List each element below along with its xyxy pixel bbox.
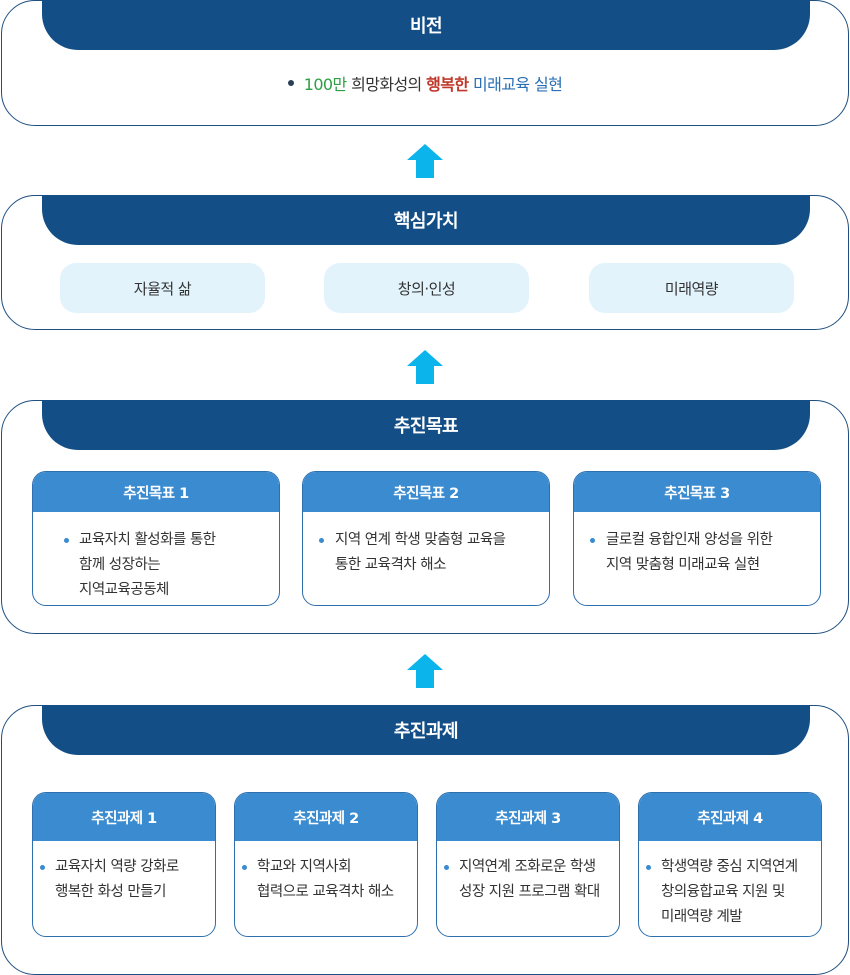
task-line: 지역연계 조화로운 학생 [459,859,596,875]
vision-statement: 100만 희망화성의 행복한 미래교육 실현 [2,71,848,95]
goal-card-title: 추진목표 2 [303,472,549,512]
task-card-body: 학생역량 중심 지역연계 창의융합교육 지원 및 미래역량 계발 [639,841,821,930]
task-card-4: 추진과제 4 학생역량 중심 지역연계 창의융합교육 지원 및 미래역량 계발 [638,792,822,937]
bullet-icon [287,80,294,86]
tasks-panel: 추진과제 추진과제 1 교육자치 역량 강화로 행복한 화성 만들기 추진과제 … [1,704,849,975]
goal-line: 지역 맞춤형 미래교육 실현 [606,557,760,573]
task-line: 교육자치 역량 강화로 [55,859,179,875]
task-card-title: 추진과제 1 [33,793,215,841]
goal-card-1: 추진목표 1 교육자치 활성화를 통한 함께 성장하는 지역교육공동체 [32,471,280,606]
goals-header: 추진목표 [42,399,810,450]
up-arrow-icon [407,144,443,178]
goals-panel: 추진목표 추진목표 1 교육자치 활성화를 통한 함께 성장하는 지역교육공동체… [1,399,849,634]
task-line: 학교와 지역사회 [257,859,352,875]
bullet-icon [646,865,651,870]
bullet-icon [40,865,45,870]
task-card-body: 학교와 지역사회 협력으로 교육격차 해소 [235,841,417,905]
up-arrow-icon [407,350,443,384]
task-card-1: 추진과제 1 교육자치 역량 강화로 행복한 화성 만들기 [32,792,216,937]
goal-card-body: 글로컬 융합인재 양성을 위한 지역 맞춤형 미래교육 실현 [574,512,820,578]
vision-panel: 비전 100만 희망화성의 행복한 미래교육 실현 [1,0,849,126]
goal-line: 교육자치 활성화를 통한 [79,532,216,548]
goal-line: 지역교육공동체 [79,582,169,598]
task-line: 행복한 화성 만들기 [55,884,166,900]
up-arrow-icon [407,654,443,688]
value-pill-3: 미래역량 [589,263,794,313]
bullet-icon [64,538,69,543]
goal-line: 글로컬 융합인재 양성을 위한 [606,532,773,548]
task-line: 협력으로 교육격차 해소 [257,884,394,900]
task-card-body: 교육자치 역량 강화로 행복한 화성 만들기 [33,841,215,905]
vision-header: 비전 [42,0,810,50]
value-pill-1: 자율적 삶 [60,263,265,313]
goal-line: 함께 성장하는 [79,557,161,573]
vision-number: 100만 [303,75,347,94]
goal-card-3: 추진목표 3 글로컬 융합인재 양성을 위한 지역 맞춤형 미래교육 실현 [573,471,821,606]
goal-card-title: 추진목표 1 [33,472,279,512]
vision-text-a: 희망화성의 [346,75,427,94]
bullet-icon [590,538,595,543]
goal-line: 지역 연계 학생 맞춤형 교육을 [335,532,506,548]
tasks-header: 추진과제 [42,704,810,755]
task-card-title: 추진과제 3 [437,793,619,841]
task-card-title: 추진과제 2 [235,793,417,841]
value-pill-2: 창의·인성 [324,263,529,313]
task-line: 창의융합교육 지원 및 [661,884,785,900]
task-line: 미래역량 계발 [661,909,743,925]
goal-card-body: 교육자치 활성화를 통한 함께 성장하는 지역교육공동체 [33,512,279,603]
task-card-body: 지역연계 조화로운 학생 성장 지원 프로그램 확대 [437,841,619,905]
goal-line: 통한 교육격차 해소 [335,557,446,573]
goal-card-title: 추진목표 3 [574,472,820,512]
goal-card-body: 지역 연계 학생 맞춤형 교육을 통한 교육격차 해소 [303,512,549,578]
goal-card-2: 추진목표 2 지역 연계 학생 맞춤형 교육을 통한 교육격차 해소 [302,471,550,606]
task-line: 성장 지원 프로그램 확대 [459,884,600,900]
core-values-header: 핵심가치 [42,194,810,245]
core-values-panel: 핵심가치 자율적 삶 창의·인성 미래역량 [1,194,849,330]
vision-text-c: 미래교육 실현 [468,75,563,94]
vision-text-highlight: 행복한 [426,75,469,94]
task-card-title: 추진과제 4 [639,793,821,841]
bullet-icon [444,865,449,870]
task-card-3: 추진과제 3 지역연계 조화로운 학생 성장 지원 프로그램 확대 [436,792,620,937]
bullet-icon [242,865,247,870]
task-line: 학생역량 중심 지역연계 [661,859,798,875]
bullet-icon [319,538,324,543]
task-card-2: 추진과제 2 학교와 지역사회 협력으로 교육격차 해소 [234,792,418,937]
